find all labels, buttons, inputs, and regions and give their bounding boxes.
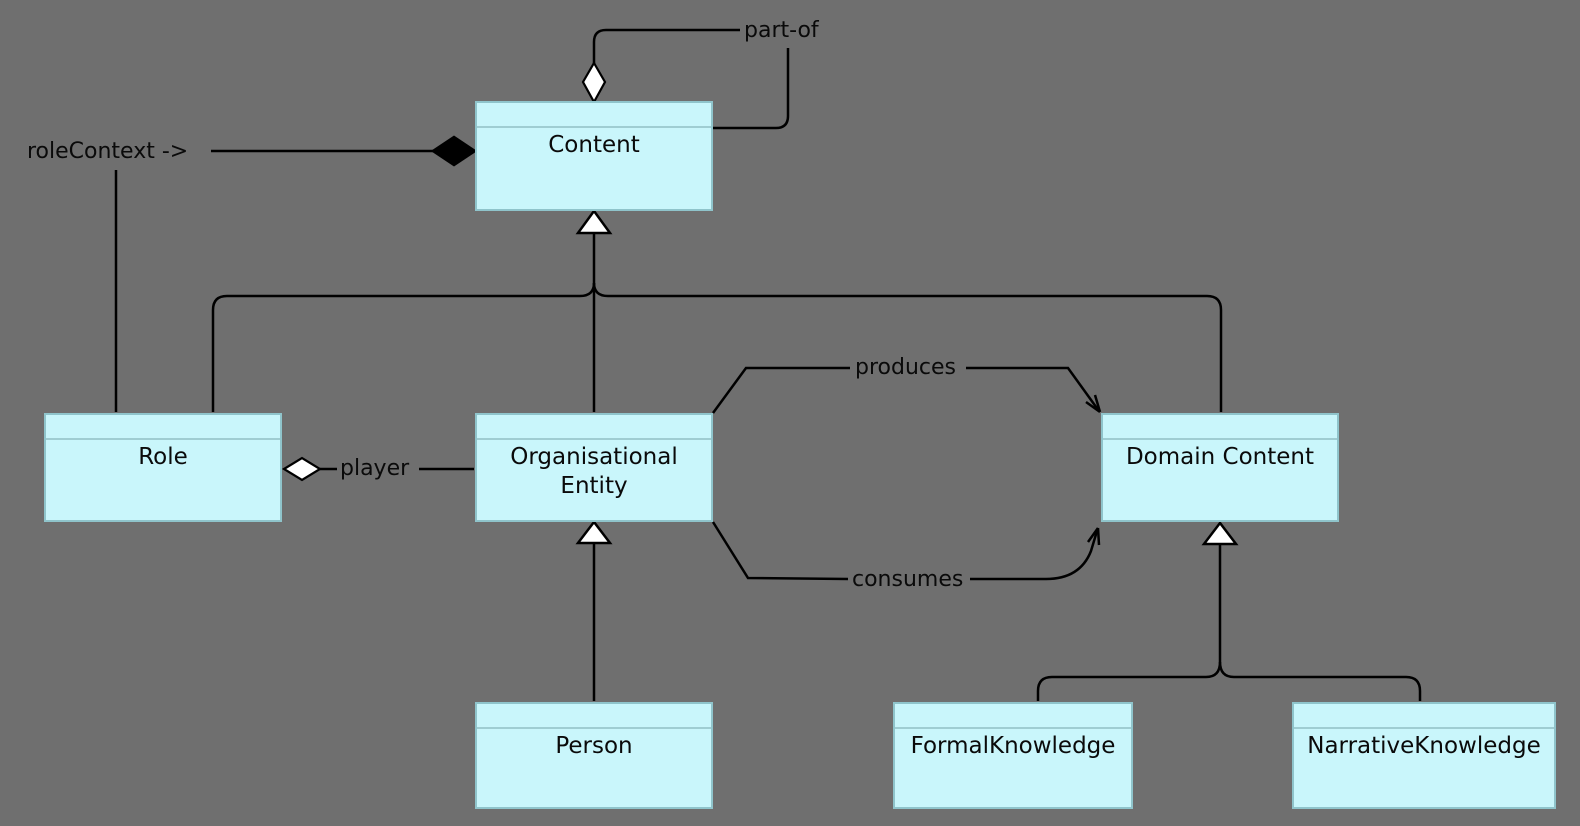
class-box-role[interactable]: Role: [44, 413, 282, 522]
consumes-edge-left: [711, 521, 849, 581]
generalization-edge-formalknowledge: [1036, 661, 1222, 701]
edge-label-player: player: [340, 456, 410, 481]
edge-label-rolecontext: roleContext ->: [27, 139, 189, 164]
generalization-edge-narrativeknowledge: [1218, 661, 1422, 701]
class-header-compartment: [477, 415, 711, 440]
generalization-triangle-domain-content: [1201, 520, 1239, 546]
generalization-triangle-organisational-entity: [575, 519, 613, 545]
class-name-role: Role: [138, 444, 188, 470]
class-name-formalknowledge: FormalKnowledge: [910, 733, 1116, 759]
generalization-triangle-content: [575, 208, 613, 235]
produces-edge-left: [711, 366, 850, 414]
aggregation-diamond-player: [281, 456, 323, 482]
aggregation-diamond-part-of: [581, 60, 607, 105]
part-of-edge-return: [712, 48, 790, 130]
class-name-person: Person: [555, 733, 633, 759]
class-box-narrativeknowledge[interactable]: NarrativeKnowledge: [1292, 702, 1556, 809]
class-header-compartment: [1294, 704, 1554, 729]
edge-label-consumes: consumes: [852, 567, 964, 592]
class-header-compartment: [1103, 415, 1337, 440]
class-name-narrativeknowledge: NarrativeKnowledge: [1307, 733, 1541, 759]
class-header-compartment: [46, 415, 280, 440]
class-box-formalknowledge[interactable]: FormalKnowledge: [893, 702, 1133, 809]
edge-label-part-of: part-of: [744, 18, 819, 43]
part-of-edge-out: [592, 28, 740, 64]
edge-label-produces: produces: [855, 355, 956, 380]
class-box-domain-content[interactable]: Domain Content: [1101, 413, 1339, 522]
class-name-organisational-entity: Organisational Entity: [510, 444, 678, 499]
class-box-person[interactable]: Person: [475, 702, 713, 809]
consumes-edge-right: [970, 530, 1099, 581]
generalization-edge-role-content: [211, 282, 596, 412]
class-box-organisational-entity[interactable]: Organisational Entity: [475, 413, 713, 522]
class-box-content[interactable]: Content: [475, 101, 713, 211]
class-header-compartment: [477, 704, 711, 729]
consumes-arrowhead: [1086, 527, 1101, 546]
composition-diamond-rolecontext: [430, 135, 478, 167]
class-header-compartment: [895, 704, 1131, 729]
produces-edge-right: [966, 366, 1101, 412]
class-name-domain-content: Domain Content: [1125, 444, 1315, 470]
class-header-compartment: [477, 103, 711, 128]
generalization-edge-domaincontent-content: [592, 282, 1223, 412]
produces-arrowhead: [1085, 394, 1102, 414]
class-name-content: Content: [548, 132, 640, 158]
